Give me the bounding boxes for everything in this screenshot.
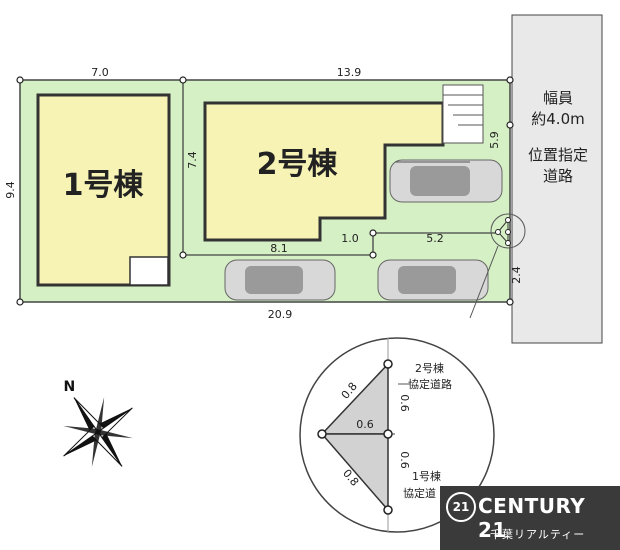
dim-top-left: 7.0	[91, 66, 109, 79]
dim-top-right: 13.9	[337, 66, 362, 79]
dim-inner-5-2: 5.2	[426, 232, 444, 245]
brand-name: CENTURY 21	[478, 494, 586, 542]
corner-triangle-marker	[469, 213, 526, 319]
building-2-label: 2号棟	[257, 147, 339, 182]
detail-b2-label: 2号棟	[415, 361, 444, 375]
dim-bottom: 20.9	[268, 308, 293, 321]
north-compass-icon: N	[63, 379, 133, 467]
detail-b1-label: 1号棟	[412, 469, 441, 483]
detail-b2-road-label: 協定道路	[408, 377, 452, 391]
road-width-label: 幅員	[543, 89, 573, 107]
road-strip	[511, 14, 603, 344]
road-width-value: 約4.0m	[531, 110, 584, 128]
building-1-porch	[129, 256, 169, 286]
building-1	[36, 93, 171, 287]
building-1-label: 1号棟	[63, 168, 145, 203]
dim-inner-1-0: 1.0	[341, 232, 359, 245]
road-type-label-2: 道路	[543, 167, 573, 185]
brand-logo: 21 CENTURY 21 千葉リアルティー	[440, 486, 620, 550]
car-icon	[389, 159, 503, 203]
dim-right-2-4: 2.4	[510, 266, 523, 284]
road-type-label: 位置指定	[528, 146, 588, 164]
dim-inner-8-1: 8.1	[270, 242, 288, 255]
svg-text:N: N	[63, 379, 75, 395]
corner-markers	[16, 76, 514, 306]
dim-left-side: 9.4	[4, 181, 17, 199]
century21-mark: 21	[446, 492, 476, 522]
car-icon	[224, 259, 336, 301]
car-icon	[377, 259, 489, 301]
brand-subtitle: 千葉リアルティー	[490, 528, 586, 541]
detail-b1-road-label: 協定道	[403, 486, 436, 500]
detail-dim-lower-right: 0.6	[398, 451, 411, 469]
dim-right-top: 5.9	[488, 131, 501, 149]
dim-b2-side: 7.4	[186, 151, 199, 169]
detail-dim-middle: 0.6	[356, 418, 374, 431]
stairs-icon	[442, 84, 484, 144]
detail-dim-upper-right: 0.6	[398, 394, 411, 412]
detail-magnifier	[299, 337, 495, 533]
